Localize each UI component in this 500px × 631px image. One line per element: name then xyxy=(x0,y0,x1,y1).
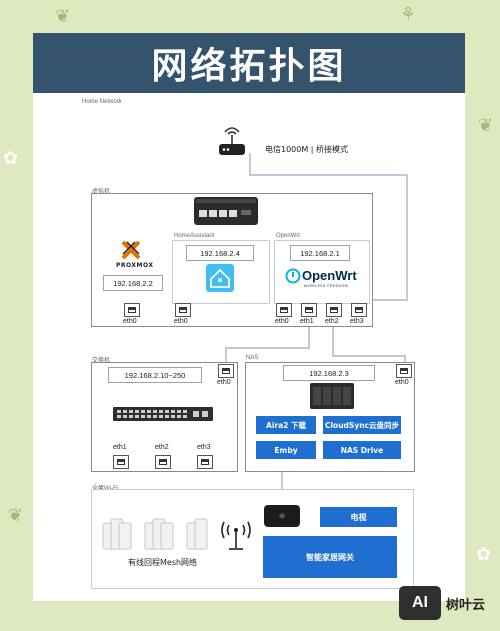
flower-decoration-icon: ✿ xyxy=(476,544,492,565)
nas-group-label: NAS xyxy=(246,355,259,361)
homeassistant-ip: 192.168.2.4 xyxy=(186,245,254,261)
switch-eth3-port xyxy=(197,455,213,469)
switch-eth1-label: eth1 xyxy=(113,444,127,451)
switch-eth2-port xyxy=(155,455,171,469)
nas-app-emby-button[interactable]: Emby xyxy=(256,441,316,459)
vm-group-label: 虚拟机 xyxy=(92,189,111,195)
switch-eth0-port xyxy=(218,364,234,378)
openwrt-eth0-label: eth0 xyxy=(275,318,289,325)
modem-label: 电信1000M | 桥接模式 xyxy=(265,145,349,154)
page-title: 网络拓扑图 xyxy=(151,46,347,87)
nas-app-aria2-button[interactable]: Aira2 下载 xyxy=(256,416,316,434)
nas-ip: 192.168.2.3 xyxy=(283,365,375,381)
mini-pc-icon xyxy=(194,197,258,225)
openwrt-eth2-label: eth2 xyxy=(325,318,339,325)
mesh-router-icon xyxy=(102,518,208,550)
apple-tv-icon xyxy=(264,505,300,527)
switch-eth3-label: eth3 xyxy=(197,444,211,451)
switch-group-label: 交换机 xyxy=(92,358,111,364)
smart-home-gateway-button[interactable]: 智能家居网关 xyxy=(263,536,397,578)
openwrt-tagline: WIRELESS FREEDOM xyxy=(304,284,349,288)
wifi-antenna-icon xyxy=(221,521,251,550)
leaf-decoration-icon: ⚘ xyxy=(400,4,417,25)
nas-app-nasdrive-button[interactable]: NAS Drive xyxy=(323,441,401,459)
openwrt-label: OpenWrt xyxy=(276,233,300,239)
leaf-decoration-icon: ❦ xyxy=(478,115,494,136)
leaf-decoration-icon: ❦ xyxy=(55,6,71,27)
watermark-logo-icon: AI xyxy=(399,586,441,620)
nas-app-cloudsync-button[interactable]: CloudSync云盘同步 xyxy=(323,416,401,434)
leaf-decoration-icon: ❦ xyxy=(8,505,24,526)
homeassistant-eth0-port xyxy=(175,303,191,317)
switch-eth0-label: eth0 xyxy=(217,379,231,386)
openwrt-logo-icon xyxy=(285,268,301,284)
openwrt-eth2-port xyxy=(326,303,342,317)
switch-ip: 192.168.2.10~250 xyxy=(108,367,202,383)
home-network-label: Home Network xyxy=(82,99,122,105)
tv-button[interactable]: 电视 xyxy=(320,507,397,527)
openwrt-ip: 192.168.2.1 xyxy=(290,245,350,261)
nas-device-icon xyxy=(310,383,354,409)
openwrt-logo-text: OpenWrt xyxy=(302,268,357,283)
network-switch-icon xyxy=(113,407,213,421)
openwrt-eth1-port xyxy=(301,303,317,317)
mesh-network-label: 有线回程Mesh网络 xyxy=(128,558,198,567)
nas-eth0-label: eth0 xyxy=(395,379,409,386)
openwrt-eth3-port xyxy=(351,303,367,317)
proxmox-eth0-port xyxy=(124,303,140,317)
openwrt-eth1-label: eth1 xyxy=(300,318,314,325)
openwrt-eth0-port xyxy=(276,303,292,317)
homeassistant-eth0-label: eth0 xyxy=(174,318,188,325)
proxmox-ip: 192.168.2.2 xyxy=(103,275,163,291)
switch-eth1-port xyxy=(113,455,129,469)
proxmox-eth0-label: eth0 xyxy=(123,318,137,325)
nas-eth0-port xyxy=(396,364,412,378)
proxmox-logo-icon xyxy=(121,240,141,260)
switch-eth2-label: eth2 xyxy=(155,444,169,451)
watermark-brand: 树叶云 xyxy=(446,598,486,613)
homeassistant-logo-icon xyxy=(206,264,234,292)
watermark-logo-text: AI xyxy=(412,594,428,611)
proxmox-logo-text: PROXMOX xyxy=(116,262,154,269)
modem-icon xyxy=(219,127,245,155)
page-title-bar: 网络拓扑图 xyxy=(33,33,465,93)
homeassistant-label: HomeAssistant xyxy=(174,233,215,239)
openwrt-eth3-label: eth3 xyxy=(350,318,364,325)
flower-decoration-icon: ✿ xyxy=(3,148,19,169)
